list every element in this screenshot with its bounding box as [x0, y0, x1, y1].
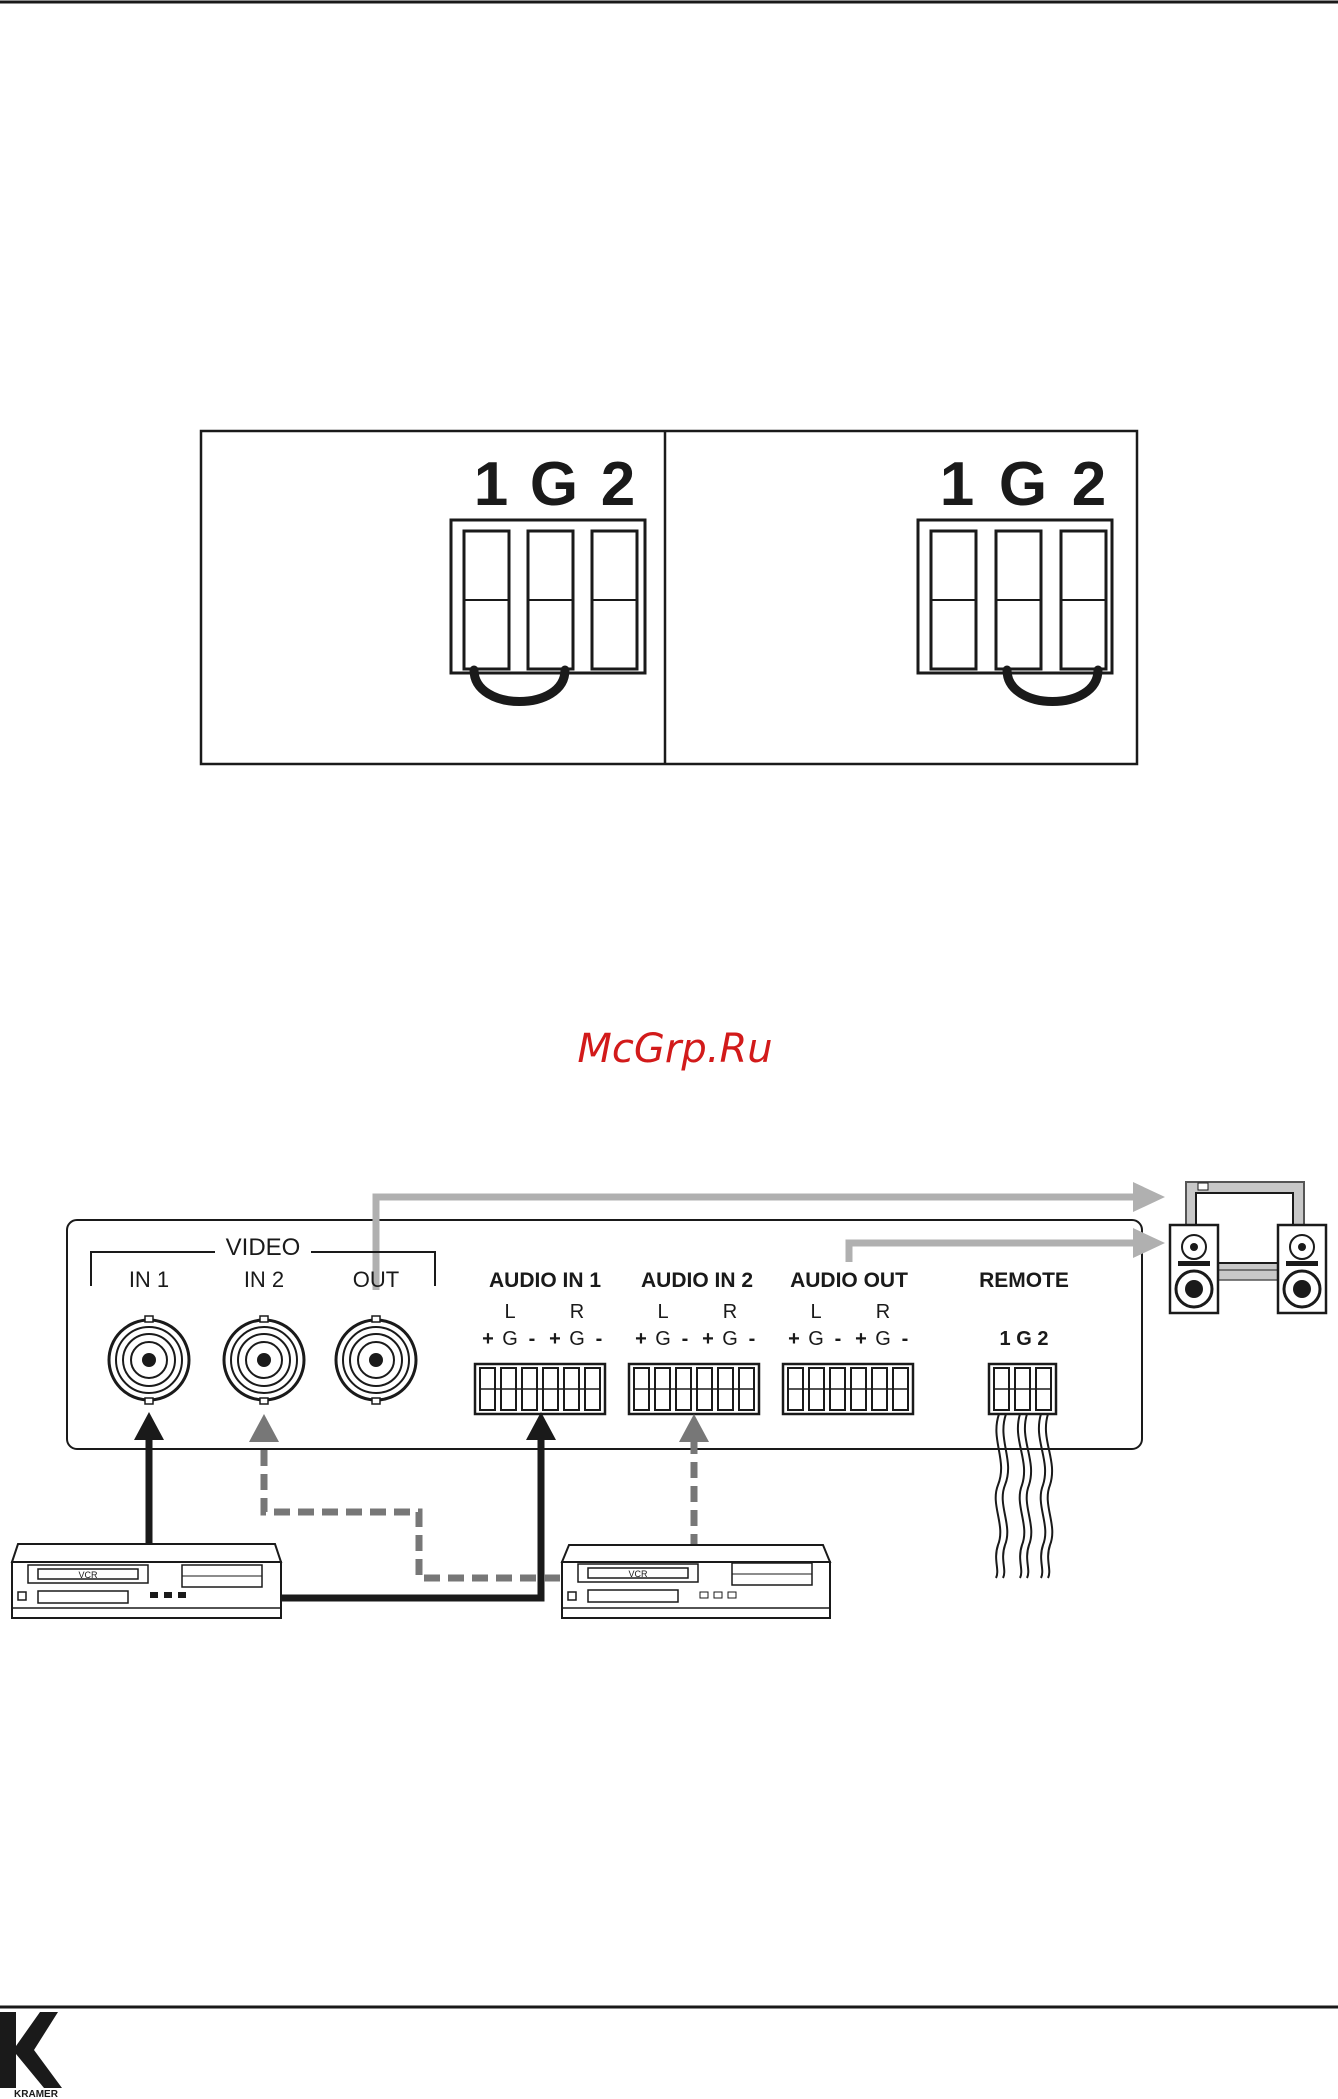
audio-out-pin-label: - — [902, 1328, 909, 1350]
audio-in-2-pin-label: + — [635, 1328, 647, 1350]
audio-in-1-terminal[interactable] — [475, 1364, 605, 1414]
audio-in-2-pin-label: G — [722, 1328, 738, 1350]
jumper-figure: 1 G 2 1 G 2 — [201, 431, 1137, 764]
video-port-label-in2: IN 2 — [244, 1267, 284, 1292]
audio-in-1-right-label: R — [570, 1301, 584, 1323]
tv-with-speakers — [1170, 1182, 1326, 1313]
speaker-left — [1170, 1225, 1218, 1313]
audio-in-1-pin-label: + — [549, 1328, 561, 1350]
audio-in-1-label: AUDIO IN 1 — [489, 1269, 601, 1292]
audio-in-1-pin-label: + — [482, 1328, 494, 1350]
jumper-right-panel: 1 G 2 — [918, 450, 1112, 702]
remote-pin-labels: 1 G 2 — [1000, 1328, 1049, 1350]
audio-out-pin-label: + — [855, 1328, 867, 1350]
connection-diagram: VIDEO IN 1 IN 2 OUT AUDIO IN 1 L R + G -… — [12, 1182, 1326, 1618]
audio-out-pin-label: G — [808, 1328, 824, 1350]
audio-in-1-left-label: L — [504, 1301, 515, 1323]
audio-out-left-label: L — [810, 1301, 821, 1323]
speaker-right — [1278, 1225, 1326, 1313]
audio-out-terminal[interactable] — [783, 1364, 913, 1414]
video-group-label: VIDEO — [226, 1234, 301, 1261]
vcr-2-label: VCR — [628, 1569, 648, 1579]
audio-in-2-label: AUDIO IN 2 — [641, 1269, 753, 1292]
audio-out-pin-label: G — [875, 1328, 891, 1350]
kramer-logo: KRAMER — [0, 2012, 62, 2099]
right-pin-label-g: G — [999, 450, 1047, 519]
vcr-1-label: VCR — [78, 1570, 98, 1580]
audio-in-1-pin-label: - — [596, 1328, 603, 1350]
audio-in-2-terminal[interactable] — [629, 1364, 759, 1414]
audio-in-2-pin-label: G — [655, 1328, 671, 1350]
vcr-2: VCR — [562, 1545, 830, 1618]
audio-in-2-pin-label: - — [682, 1328, 689, 1350]
audio-in-1-pin-label: G — [502, 1328, 518, 1350]
kramer-logo-text: KRAMER — [14, 2089, 59, 2099]
right-pin-label-1: 1 — [940, 450, 974, 519]
remote-label: REMOTE — [979, 1269, 1069, 1292]
audio-in-2-pin-label: - — [749, 1328, 756, 1350]
audio-out-label: AUDIO OUT — [790, 1269, 908, 1292]
right-pin-label-2: 2 — [1072, 450, 1106, 519]
left-pin-label-g: G — [530, 450, 578, 519]
left-pin-label-1: 1 — [474, 450, 508, 519]
audio-in-1-pin-label: G — [569, 1328, 585, 1350]
video-port-label-out: OUT — [353, 1267, 399, 1292]
left-pin-label-2: 2 — [601, 450, 635, 519]
audio-out-pin-label: - — [835, 1328, 842, 1350]
audio-in-2-left-label: L — [657, 1301, 668, 1323]
vcr-1: VCR — [12, 1544, 281, 1618]
jumper-left-panel: 1 G 2 — [451, 450, 645, 702]
audio-out-pin-label: + — [788, 1328, 800, 1350]
video-port-label-in1: IN 1 — [129, 1267, 169, 1292]
audio-in-1-pin-label: - — [529, 1328, 536, 1350]
audio-out-right-label: R — [876, 1301, 890, 1323]
watermark-text: McGrp.Ru — [577, 1026, 772, 1072]
audio-in-2-right-label: R — [723, 1301, 737, 1323]
audio-in-2-pin-label: + — [702, 1328, 714, 1350]
